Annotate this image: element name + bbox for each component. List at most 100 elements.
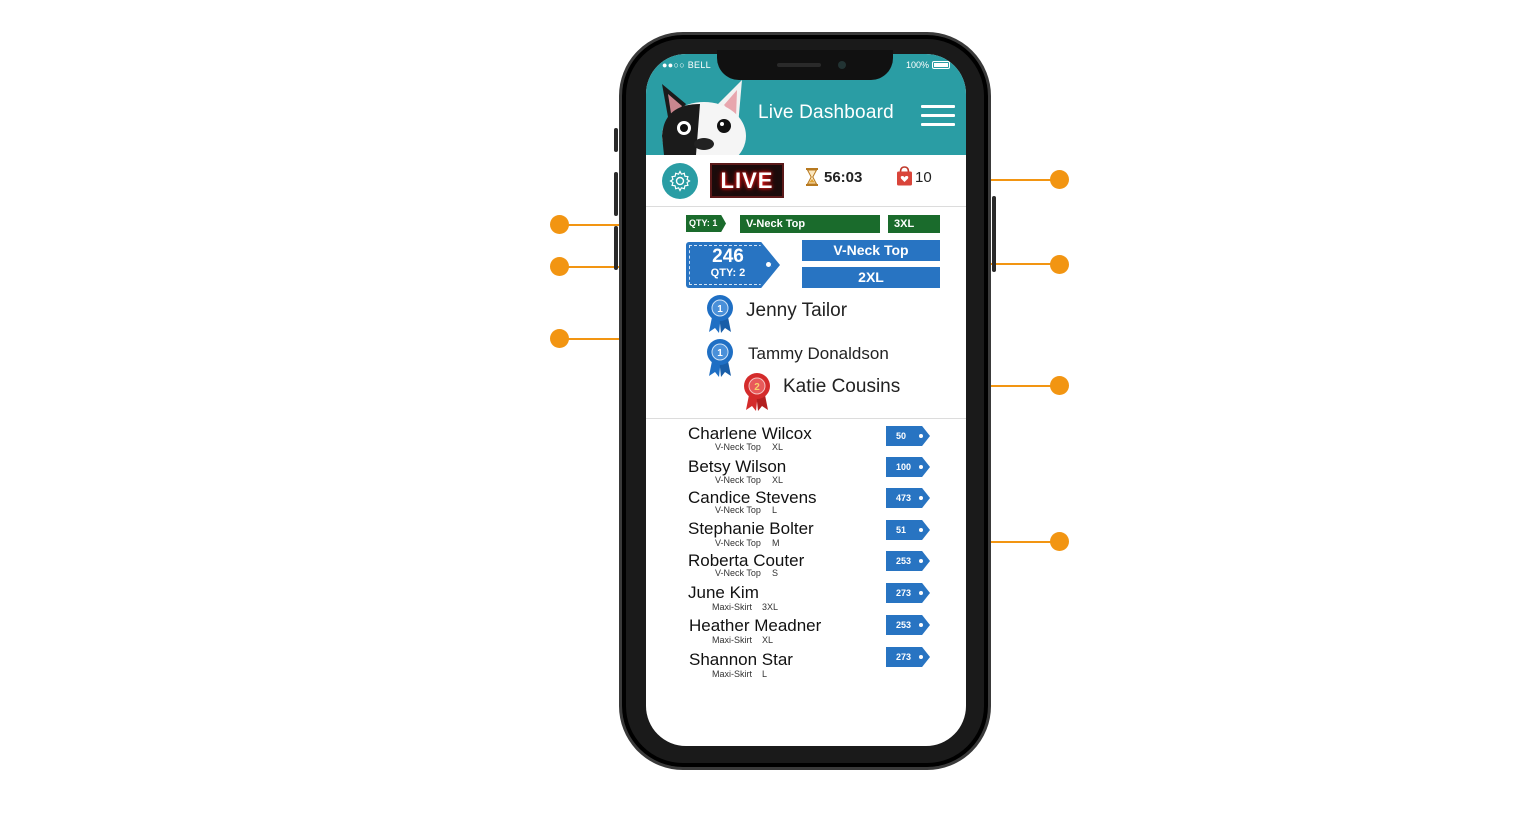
menu-bar — [921, 123, 955, 126]
live-badge: LIVE — [710, 163, 784, 198]
claim-number-tag[interactable]: 50 — [886, 426, 930, 446]
battery-icon — [932, 61, 950, 69]
claim-name: June Kim — [688, 583, 759, 602]
live-label: LIVE — [720, 167, 774, 193]
tag-hole — [919, 591, 923, 595]
claim-item: V-Neck Top — [715, 568, 761, 578]
tag-hole — [919, 465, 923, 469]
speaker-grille — [777, 63, 821, 67]
tag-hole — [919, 496, 923, 500]
claim-item: V-Neck Top — [715, 505, 761, 515]
claim-number-tag[interactable]: 253 — [886, 551, 930, 571]
claim-number-tag[interactable]: 100 — [886, 457, 930, 477]
price-qty: QTY: 2 — [710, 267, 746, 279]
tag-hole — [919, 655, 923, 659]
menu-bar — [921, 114, 955, 117]
claim-item: Maxi-Skirt — [712, 602, 752, 612]
tag-hole — [919, 528, 923, 532]
callout-line — [951, 541, 1059, 543]
settings-button[interactable] — [662, 163, 698, 199]
menu-button[interactable] — [921, 105, 955, 127]
callout-dot — [550, 257, 569, 276]
price-tag: 246 QTY: 2 — [686, 242, 780, 288]
claim-name: Shannon Star — [689, 650, 793, 669]
tag-hole — [919, 623, 923, 627]
claim-item: V-Neck Top — [715, 538, 761, 548]
callout-line — [951, 385, 1059, 387]
claim-size: M — [772, 538, 780, 548]
timer: 56:03 — [806, 168, 862, 186]
cart-count: 10 — [915, 169, 932, 186]
phone-side-button — [614, 128, 618, 152]
claim-size: L — [762, 669, 768, 679]
claim-item: Maxi-Skirt — [712, 669, 752, 679]
dog-logo-icon — [662, 80, 746, 155]
tag-hole — [919, 434, 923, 438]
carrier-label: ●●○○ BELL — [662, 60, 711, 70]
battery-label: 100% — [905, 60, 929, 70]
callout-dot — [550, 215, 569, 234]
claim-name: Roberta Couter — [688, 551, 805, 570]
claim-number: 273 — [896, 588, 912, 598]
ribbon-blue-icon: 1 — [707, 295, 733, 333]
rank-number: 1 — [717, 304, 723, 315]
rank-number: 2 — [754, 382, 760, 393]
phone-side-button — [614, 172, 618, 216]
claim-number-tag[interactable]: 253 — [886, 615, 930, 635]
battery-status: 100% — [906, 60, 950, 70]
price-tag-border — [689, 245, 772, 285]
claim-size: XL — [772, 475, 784, 485]
claim-size: XL — [762, 635, 774, 645]
claim-name: Stephanie Bolter — [688, 519, 814, 538]
claim-number-tag[interactable]: 473 — [886, 488, 930, 508]
timer-text: 56:03 — [824, 168, 863, 186]
callout-line — [560, 224, 667, 226]
claim-item: Maxi-Skirt — [712, 635, 752, 645]
item-size-small: 3XL — [888, 215, 940, 233]
item-name: V-Neck Top — [802, 240, 940, 261]
claim-number: 473 — [896, 493, 912, 503]
claim-item: V-Neck Top — [715, 475, 761, 485]
claim-name: Candice Stevens — [688, 488, 817, 507]
callout-dot — [1050, 532, 1069, 551]
claim-number: 253 — [896, 620, 912, 630]
tag-hole — [919, 559, 923, 563]
claim-item: V-Neck Top — [715, 442, 761, 452]
item-size: 2XL — [802, 267, 940, 288]
cart-status[interactable]: 10 — [896, 166, 932, 186]
qty-small-tag: QTY: 1 — [686, 215, 726, 232]
callout-dot — [1050, 376, 1069, 395]
claim-number-tag[interactable]: 51 — [886, 520, 930, 540]
rank-number: 1 — [717, 348, 723, 359]
callout-line — [951, 263, 1059, 265]
callout-line — [560, 266, 667, 268]
claim-name: Heather Meadner — [689, 616, 822, 635]
phone-side-button — [614, 226, 618, 270]
phone-side-button — [992, 196, 996, 272]
claim-number: 51 — [896, 525, 907, 535]
ribbon-blue-icon: 1 — [707, 339, 733, 377]
item-name-small: V-Neck Top — [740, 215, 880, 233]
front-camera-icon — [838, 61, 846, 69]
callout-line — [951, 179, 1059, 181]
claim-size: XL — [772, 442, 784, 452]
claim-size: L — [772, 505, 778, 515]
claim-number: 273 — [896, 652, 912, 662]
claim-number-tag[interactable]: 273 — [886, 647, 930, 667]
hourglass-icon — [806, 168, 818, 186]
callout-dot — [550, 329, 569, 348]
callout-dot — [1050, 255, 1069, 274]
claim-number-tag[interactable]: 273 — [886, 583, 930, 603]
divider — [646, 418, 966, 419]
price-number: 246 — [712, 246, 744, 267]
claim-name: Betsy Wilson — [688, 457, 787, 476]
claim-size: 3XL — [762, 602, 779, 612]
gear-icon — [669, 170, 691, 192]
claim-number: 253 — [896, 556, 912, 566]
claim-number: 100 — [896, 462, 912, 472]
menu-bar — [921, 105, 955, 108]
shopping-bag-icon — [897, 166, 912, 186]
ribbon-red-icon: 2 — [744, 373, 770, 411]
claim-size: S — [772, 568, 779, 578]
